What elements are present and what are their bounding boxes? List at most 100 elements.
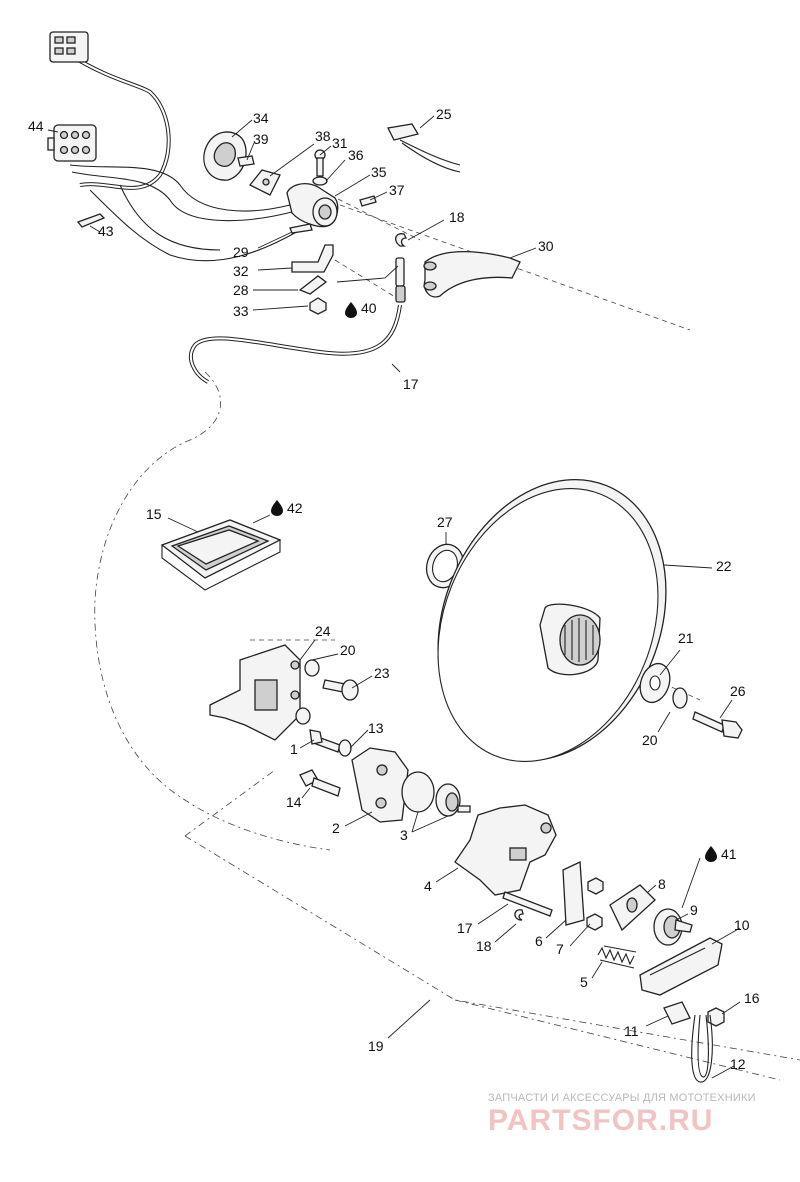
- plate-8: [609, 884, 656, 932]
- brake-pad-15: [160, 519, 282, 591]
- bracket-24: [209, 644, 301, 741]
- callout-37: 37: [389, 182, 405, 198]
- washer-36: [312, 176, 328, 186]
- callout-18-top: 18: [449, 209, 465, 225]
- callout-3: 3: [400, 827, 408, 843]
- callout-26: 26: [730, 683, 746, 699]
- caliper-bracket-4: [454, 804, 557, 896]
- callout-1: 1: [290, 741, 298, 757]
- bolt-31: [314, 149, 326, 177]
- callout-29: 29: [233, 244, 249, 260]
- screw-37: [359, 195, 377, 207]
- watermark-brand: PARTSFOR.RU: [488, 1104, 713, 1137]
- callout-30: 30: [538, 238, 554, 254]
- oil-drop-icon-40: [345, 302, 357, 318]
- lever-10: [639, 937, 723, 996]
- callout-13: 13: [368, 720, 384, 736]
- bracket-11: [663, 1001, 691, 1025]
- brake-lever-30: [423, 250, 521, 298]
- throttle-housing-35: [286, 183, 339, 228]
- callout-22: 22: [716, 558, 732, 574]
- ratchet-9: [653, 908, 693, 946]
- slider-6: [562, 861, 585, 926]
- callout-labels: 44 43 34 39 38 31 36 35 37 25 18 30 29 3…: [28, 106, 760, 1072]
- brake-disc-22: [437, 478, 667, 762]
- callout-34: 34: [253, 110, 269, 126]
- callout-9: 9: [690, 902, 698, 918]
- callout-33: 33: [233, 303, 249, 319]
- callout-11: 11: [624, 1023, 639, 1039]
- callout-7: 7: [556, 941, 564, 957]
- callout-44: 44: [28, 118, 44, 134]
- callout-28: 28: [233, 282, 249, 298]
- brake-cable-17: [188, 304, 402, 384]
- bracket-38: [248, 169, 281, 196]
- spring-5: [597, 945, 637, 969]
- loop-12: [691, 1014, 713, 1083]
- callout-39: 39: [253, 131, 269, 147]
- washer-21: [639, 662, 671, 704]
- callout-27: 27: [437, 514, 453, 530]
- bolt-1: [309, 729, 341, 753]
- callout-24: 24: [315, 623, 331, 639]
- callout-41: 41: [721, 846, 737, 862]
- callout-2: 2: [332, 820, 340, 836]
- oil-drop-icon-41: [705, 846, 717, 862]
- callout-23: 23: [374, 665, 390, 681]
- watermark-tagline: ЗАПЧАСТИ И АКСЕССУАРЫ ДЛЯ МОТОТЕХНИКИ: [488, 1092, 756, 1104]
- handle-grip-34: [203, 131, 247, 181]
- washer-20-right: [672, 687, 688, 709]
- nuts-7: [586, 877, 604, 931]
- callout-16: 16: [744, 990, 760, 1006]
- leader-lines: [47, 115, 741, 1079]
- callout-8: 8: [658, 876, 666, 892]
- oil-drop-icon-42: [271, 500, 283, 516]
- caliper-body-2: [351, 747, 409, 823]
- bolt-14: [299, 769, 341, 797]
- watermark: ЗАПЧАСТИ И АКСЕССУАРЫ ДЛЯ МОТОТЕХНИКИ PA…: [488, 1092, 756, 1137]
- callout-10: 10: [734, 917, 750, 933]
- bolt-26: [692, 711, 743, 739]
- callout-38: 38: [315, 128, 331, 144]
- callout-17-top: 17: [403, 376, 419, 392]
- clip-28: [298, 275, 328, 295]
- callout-25: 25: [436, 106, 452, 122]
- wiring-harness: [49, 31, 301, 262]
- callout-4: 4: [424, 878, 432, 894]
- callout-31: 31: [332, 135, 348, 151]
- switch-25: [387, 123, 461, 173]
- callout-5: 5: [580, 974, 588, 990]
- e-clip-18-top: [395, 233, 408, 247]
- connector-44: [47, 124, 97, 162]
- washer-13: [338, 739, 352, 757]
- callout-14: 14: [286, 794, 302, 810]
- bolt-23: [322, 679, 359, 701]
- callout-36: 36: [348, 147, 364, 163]
- callout-42: 42: [287, 500, 303, 516]
- callout-15: 15: [146, 506, 162, 522]
- callout-20-left: 20: [340, 642, 356, 658]
- clip-43: [76, 213, 106, 228]
- link-40: [395, 257, 406, 303]
- callout-35: 35: [371, 164, 387, 180]
- callout-43: 43: [98, 223, 114, 239]
- screw-39: [237, 155, 255, 167]
- callout-18-bottom: 18: [476, 938, 492, 954]
- callout-19: 19: [368, 1038, 384, 1054]
- callout-17-bottom: 17: [457, 920, 473, 936]
- pin-17-bottom: [502, 891, 553, 917]
- callout-20-right: 20: [642, 732, 658, 748]
- pin-29: [289, 223, 313, 234]
- nut-33: [309, 297, 327, 315]
- callout-32: 32: [233, 263, 249, 279]
- e-clip-18-bottom: [514, 909, 524, 921]
- pistons-3: [401, 771, 471, 817]
- callout-6: 6: [535, 933, 543, 949]
- callout-40: 40: [361, 300, 377, 316]
- callout-21: 21: [678, 630, 694, 646]
- nut-16: [707, 1007, 725, 1027]
- callout-12: 12: [730, 1056, 746, 1072]
- lever-32: [291, 244, 334, 273]
